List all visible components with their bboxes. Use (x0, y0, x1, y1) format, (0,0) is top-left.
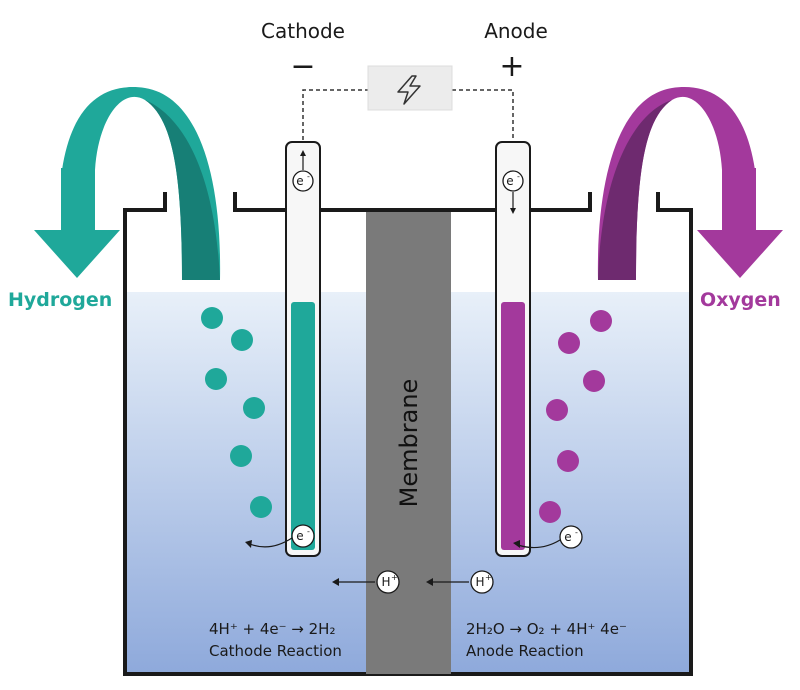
cathode-label: Cathode (261, 19, 345, 43)
oxygen-bubble (583, 370, 605, 392)
anode-electron-top (502, 170, 524, 192)
anode-equation: 2H₂O → O₂ + 4H⁺ 4e⁻ (466, 620, 627, 638)
cathode-electron-curve (249, 537, 293, 548)
proton-arrow-middle-head (426, 578, 433, 586)
oxygen-arrow-stem (722, 168, 756, 231)
anode-electron-top-sup: - (517, 172, 520, 181)
proton-anode-side-label: H (475, 575, 484, 589)
hydrogen-label: Hydrogen (8, 289, 112, 311)
oxygen-bubble (546, 399, 568, 421)
anode-electron-curve-head (513, 540, 520, 548)
oxygen-bubble (558, 332, 580, 354)
tank-lid (233, 192, 592, 212)
oxygen-arrow-head (697, 230, 783, 278)
oxygen-label: Oxygen (700, 289, 781, 311)
oxygen-bubble (539, 501, 561, 523)
proton-cathode-side-label: H (381, 575, 390, 589)
circuit-wire (302, 89, 514, 140)
anode-electron-bottom (559, 525, 583, 549)
proton-anode-side-sup: + (485, 573, 492, 582)
hydrogen-arrow-head (34, 230, 120, 278)
cathode-electron-top-label: e (296, 174, 303, 188)
cathode-electron-bottom-label: e (296, 529, 303, 543)
oxygen-bubble (590, 310, 612, 332)
anode-electron-bottom-sup: - (575, 528, 578, 537)
proton-cathode-side (376, 570, 400, 594)
cathode-electron-curve-head (245, 540, 252, 548)
membrane-label: Membrane (395, 379, 423, 508)
anode-reaction-caption: Anode Reaction (466, 642, 584, 660)
anode-active-region (501, 302, 525, 550)
power-source-box (367, 65, 453, 111)
cathode-active-region (291, 302, 315, 550)
hydrogen-bubble (250, 496, 272, 518)
lightning-bolt-icon (397, 75, 421, 105)
cathode-electron-top (292, 170, 314, 192)
hydrogen-arrow-shade (145, 100, 220, 280)
cathode-electron-top-sup: - (307, 172, 310, 181)
hydrogen-bubble (205, 368, 227, 390)
oxygen-bubble (557, 450, 579, 472)
anode-electron-arrowhead (510, 208, 516, 214)
cathode-sign: − (290, 49, 315, 84)
oxygen-arrow-shade (598, 100, 672, 280)
cathode-electron-arrowhead (300, 150, 306, 156)
hydrogen-arrow (34, 87, 221, 281)
anode-sign: + (499, 49, 524, 84)
hydrogen-bubble (243, 397, 265, 419)
hydrogen-arrow-stem (61, 168, 95, 231)
cathode-reaction-caption: Cathode Reaction (209, 642, 342, 660)
proton-arrow-left-head (332, 578, 339, 586)
anode-electron-top-label: e (506, 174, 513, 188)
cathode-electron-bottom-sup: - (307, 527, 310, 536)
anode-electron-bottom-label: e (564, 530, 571, 544)
proton-cathode-side-sup: + (391, 573, 398, 582)
hydrogen-bubble (230, 445, 252, 467)
hydrogen-bubble (231, 329, 253, 351)
cathode-equation: 4H⁺ + 4e⁻ → 2H₂ (209, 620, 335, 638)
oxygen-arrow (597, 87, 783, 281)
membrane (366, 212, 451, 674)
anode-electron-curve (517, 539, 561, 549)
cathode-electron-bottom (291, 524, 315, 548)
anode-label: Anode (484, 19, 548, 43)
hydrogen-bubble (201, 307, 223, 329)
proton-anode-side (470, 570, 494, 594)
